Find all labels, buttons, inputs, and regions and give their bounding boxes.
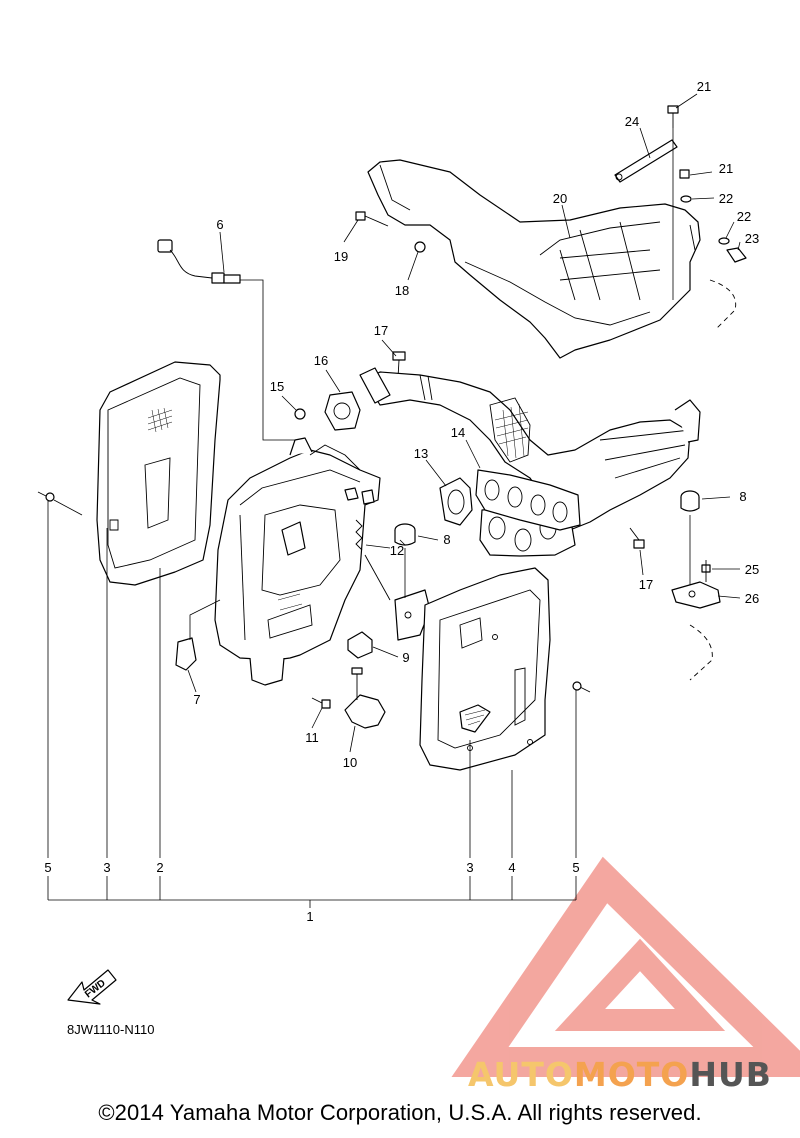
watermark-moto: MOTO: [573, 1055, 690, 1094]
callout-15: 15: [270, 379, 284, 394]
part-7-clamp: [175, 599, 221, 671]
part-10-stay: [344, 667, 386, 729]
part-21-bolt-top: [667, 105, 679, 128]
callout-4: 4: [508, 860, 515, 875]
watermark-hub: HUB: [689, 1055, 772, 1094]
callout-17: 17: [374, 323, 388, 338]
callout-17: 17: [639, 577, 653, 592]
callout-22: 22: [719, 191, 733, 206]
callout-21: 21: [719, 161, 733, 176]
part-11-bolt: [311, 697, 331, 709]
callout-21: 21: [697, 79, 711, 94]
part-25-bolt: [701, 560, 711, 582]
callout-16: 16: [314, 353, 328, 368]
part-6-o2-sensor: [157, 239, 298, 441]
part-8-rubber-mount-right: [680, 490, 700, 512]
callout-5: 5: [44, 860, 51, 875]
callout-25: 25: [745, 562, 759, 577]
callout-7: 7: [193, 692, 200, 707]
part-26-bracket: [671, 581, 721, 609]
part-5-screw-left: [37, 491, 55, 502]
part-2-muffler-cover: [96, 361, 221, 586]
part-4-muffler-cover: [419, 567, 551, 771]
callout-19: 19: [334, 249, 348, 264]
callout-10: 10: [343, 755, 357, 770]
part-20-heat-shield: [367, 159, 701, 359]
callout-3: 3: [103, 860, 110, 875]
watermark-auto: AUTO: [468, 1055, 574, 1094]
part-22-washers: [680, 195, 730, 245]
part-21-bolt: [679, 169, 690, 179]
diagram-code: 8JW1110-N110: [67, 1022, 155, 1037]
part-14-manifold-flange: [475, 469, 581, 531]
part-23-nut: [726, 247, 747, 263]
callout-14: 14: [451, 425, 465, 440]
part-24-strap: [614, 139, 678, 183]
callout-20: 20: [553, 191, 567, 206]
part-19-bolt: [355, 211, 389, 227]
callout-8: 8: [739, 489, 746, 504]
callout-11: 11: [305, 730, 319, 745]
callout-26: 26: [745, 591, 759, 606]
callout-12: 12: [390, 543, 404, 558]
dashed-reference-lines: [672, 128, 737, 681]
callout-23: 23: [745, 231, 759, 246]
callout-22: 22: [737, 209, 751, 224]
callout-24: 24: [625, 114, 639, 129]
assembly-bracket: [47, 500, 577, 908]
part-17-bolt-lower: [629, 527, 645, 549]
leader-lines: [53, 93, 741, 753]
copyright-notice: ©2014 Yamaha Motor Corporation, U.S.A. A…: [98, 1100, 702, 1125]
callout-2: 2: [156, 860, 163, 875]
part-15-nut: [294, 408, 306, 420]
callout-1: 1: [306, 909, 313, 924]
exhaust-pipe: [359, 367, 701, 531]
callout-3: 3: [466, 860, 473, 875]
fwd-arrow-icon: FWD: [67, 969, 117, 1005]
part-8-rubber-mount-center: [394, 523, 416, 546]
callout-9: 9: [402, 650, 409, 665]
part-16-gasket: [324, 391, 361, 431]
part-5-screw-right: [572, 681, 591, 693]
part-12-spring: [344, 487, 375, 551]
muffler-body: [214, 437, 381, 686]
part-9-clip: [347, 631, 373, 659]
callout-8: 8: [443, 532, 450, 547]
muffler-bracket: [364, 554, 431, 641]
callout-18: 18: [395, 283, 409, 298]
automotohub-logo: [451, 856, 800, 1077]
watermark-text: AUTOMOTOHUB: [468, 1055, 772, 1094]
callout-5: 5: [572, 860, 579, 875]
callout-numbers: 21 24 21 22 20 22 23 6 19 18 17 16 15 14…: [44, 79, 759, 924]
callout-6: 6: [216, 217, 223, 232]
part-18-nut: [414, 241, 426, 253]
callout-13: 13: [414, 446, 428, 461]
